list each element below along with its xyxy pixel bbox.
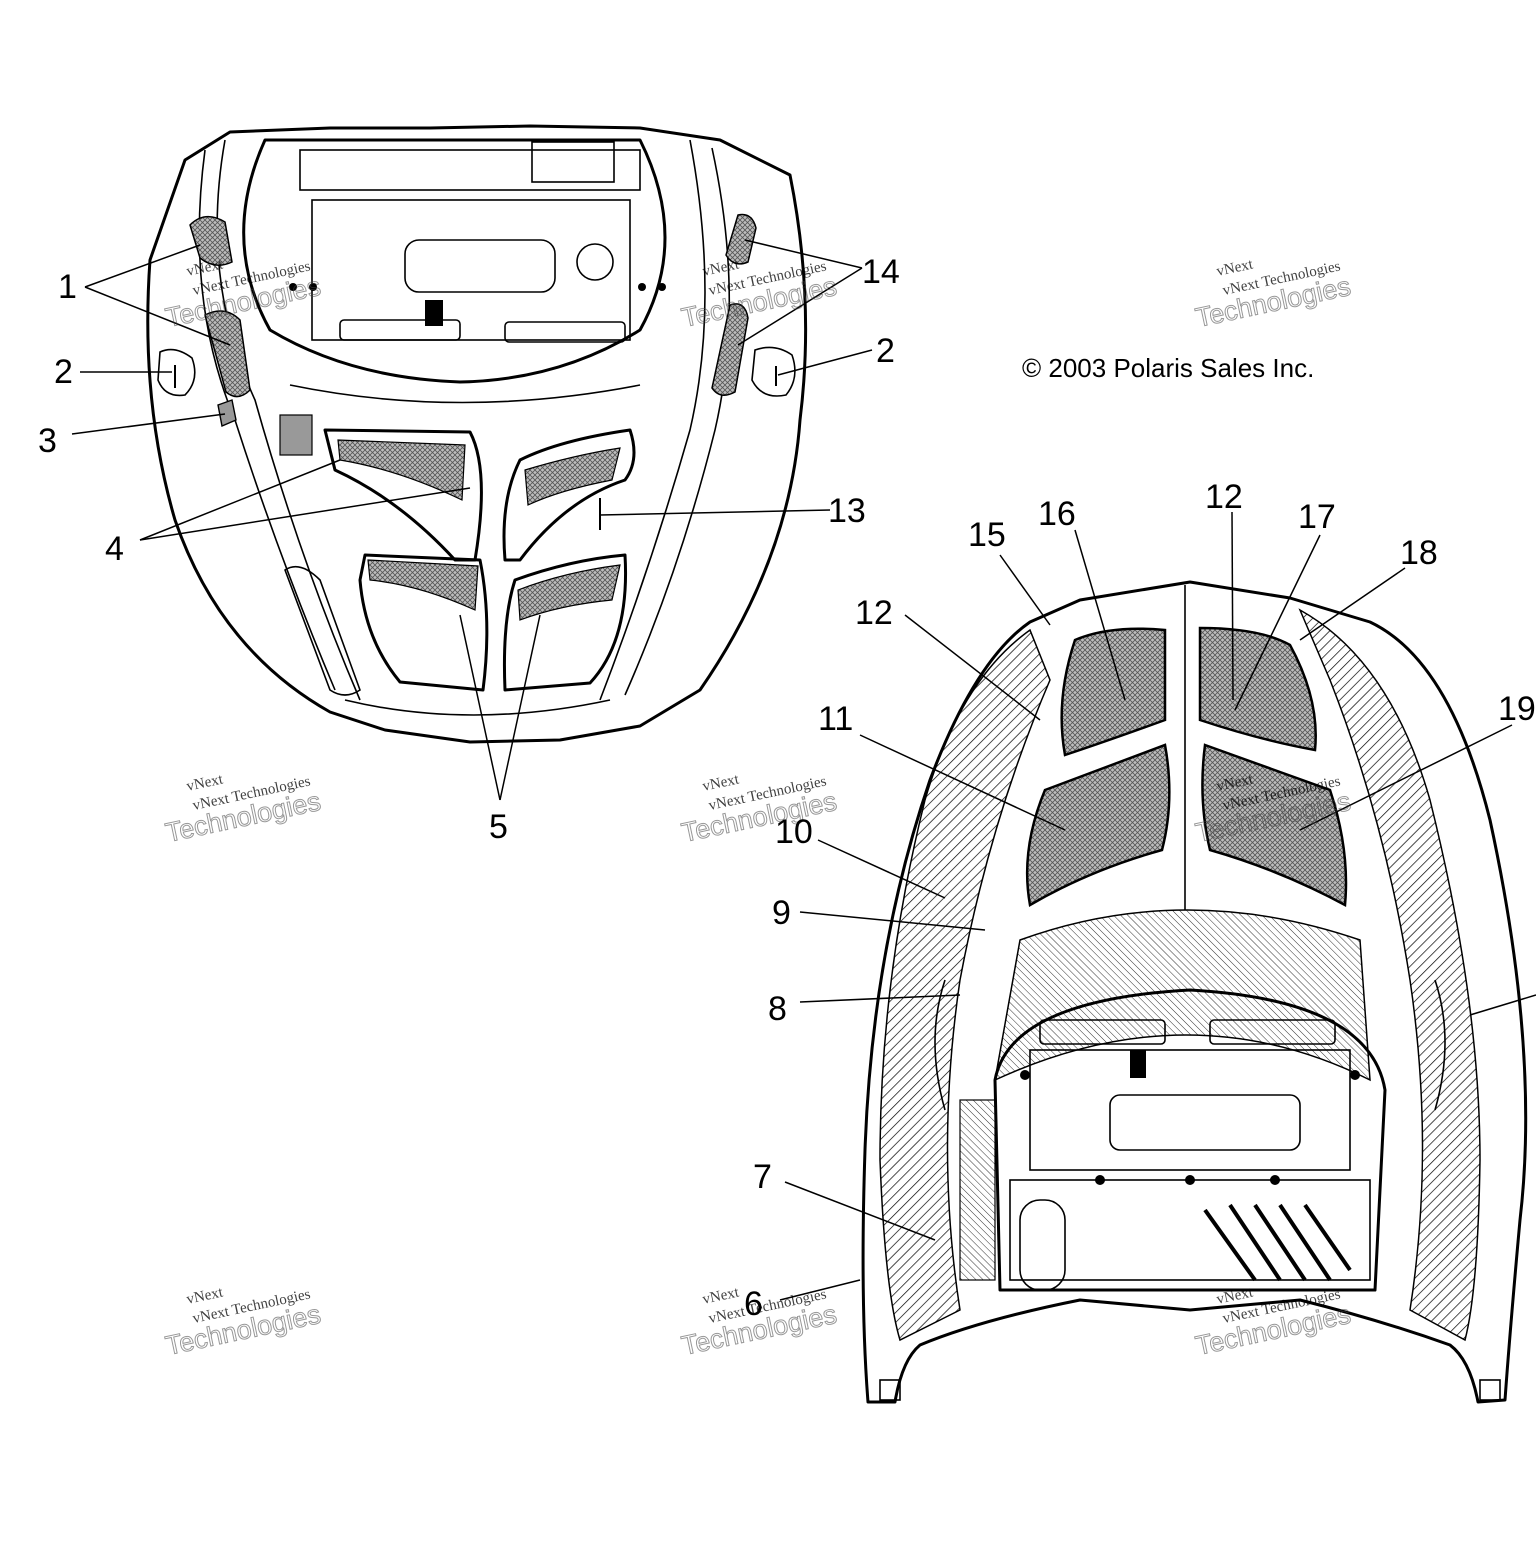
- rivet-boss-right: [751, 346, 796, 397]
- dash-panel: [299, 149, 641, 191]
- upper-vent-left: [1060, 627, 1167, 757]
- callout-3: 3: [38, 422, 57, 460]
- watermark-text: vNext: [185, 771, 225, 794]
- side-panel-left: [879, 628, 1051, 1342]
- callout-18: 18: [1400, 534, 1438, 572]
- callout-13: 13: [828, 492, 866, 530]
- callout-10: 10: [775, 813, 813, 851]
- console-box: [311, 199, 631, 341]
- watermark-text: vNext: [185, 1284, 225, 1307]
- vent-lower-left: [358, 553, 489, 692]
- lower-vent-left: [1025, 743, 1171, 907]
- hood-arch-decal: [994, 909, 1371, 1082]
- console-cutout: [404, 239, 556, 293]
- console-knob: [576, 243, 614, 281]
- side-decal-left: [204, 310, 251, 398]
- vent-decal-lower-right: [517, 564, 621, 621]
- side-panel-right: [1298, 608, 1481, 1342]
- callout-12-left: 12: [855, 594, 893, 632]
- latch: [425, 300, 443, 326]
- vent-decal-upper-right: [524, 447, 621, 506]
- rear-hood-drawing: [861, 580, 1528, 1404]
- callout-4: 4: [105, 530, 124, 568]
- watermark-text: vNext: [701, 1284, 741, 1307]
- windshield-opening: [242, 138, 667, 384]
- callout-15: 15: [968, 516, 1006, 554]
- side-decal-right: [711, 303, 749, 396]
- watermark-text: vNext: [701, 256, 741, 279]
- callout-17: 17: [1298, 498, 1336, 536]
- rivet-boss-left: [157, 348, 196, 397]
- front-hood-outline: [146, 124, 808, 744]
- handle-left: [339, 319, 461, 341]
- callout-2-left: 2: [54, 353, 73, 391]
- vent-lower-right: [502, 553, 628, 692]
- vent-decal-lower-left: [367, 559, 479, 611]
- rear-hood-outline: [861, 580, 1528, 1404]
- gauge-panel: [531, 141, 615, 183]
- callout-14: 14: [862, 253, 900, 291]
- lower-vent-right: [1201, 743, 1348, 907]
- vent-decal-upper-left: [337, 439, 466, 501]
- watermark-text: vNext: [185, 256, 225, 279]
- vent-upper-right: [502, 428, 636, 562]
- side-decal-right-upper: [725, 213, 757, 265]
- console-area: [993, 988, 1387, 1292]
- watermark-text: vNext: [1215, 771, 1255, 794]
- callout-19: 19: [1498, 690, 1536, 728]
- handle-right: [504, 321, 626, 343]
- callout-2-right: 2: [876, 332, 895, 370]
- callout-1: 1: [58, 268, 77, 306]
- front-hood-drawing: [146, 124, 808, 744]
- copyright-notice: © 2003 Polaris Sales Inc.: [1022, 353, 1314, 383]
- watermark-text: vNext: [1215, 256, 1255, 279]
- watermark-text: vNext: [1215, 1284, 1255, 1307]
- callout-12-top: 12: [1205, 478, 1243, 516]
- callout-11: 11: [818, 700, 853, 738]
- callout-16: 16: [1038, 495, 1076, 533]
- callout-6: 6: [744, 1285, 763, 1323]
- upper-vent-right: [1198, 626, 1317, 752]
- callout-8: 8: [768, 990, 787, 1028]
- leader-lines: [71, 239, 1536, 1301]
- watermark-text: vNext: [701, 771, 741, 794]
- callout-9: 9: [772, 894, 791, 932]
- callout-5: 5: [489, 808, 508, 846]
- side-decal-left-upper: [189, 216, 233, 266]
- callout-labels: 1 2 2 3 4 5 13 14 6 7 8 9 10 11 12 12 15…: [38, 253, 1536, 1323]
- callout-7: 7: [753, 1158, 772, 1196]
